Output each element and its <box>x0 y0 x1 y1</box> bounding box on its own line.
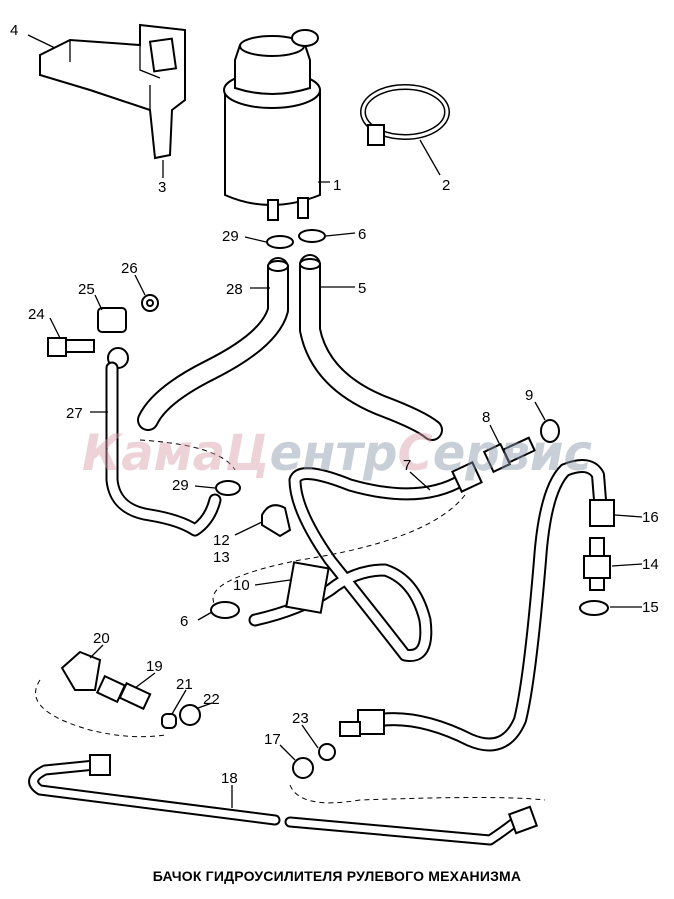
fitting-part-14 <box>583 537 611 591</box>
label-13: 13 <box>213 549 230 566</box>
label-3: 3 <box>158 179 166 196</box>
label-2: 2 <box>442 177 450 194</box>
hose-part-5 <box>299 254 443 441</box>
label-19: 19 <box>146 658 163 675</box>
reservoir-part-1 <box>223 29 321 221</box>
label-14: 14 <box>642 556 659 573</box>
return-hose-part-16 <box>339 459 615 752</box>
clamp-part-6 <box>298 229 326 243</box>
clamp-part-29 <box>266 235 294 249</box>
pressure-pipe-part-7 <box>248 461 483 663</box>
label-6: 6 <box>358 226 366 243</box>
band-clamp-part-2 <box>360 84 450 146</box>
clamp-part-6b <box>210 601 240 619</box>
diagram-title: БАЧОК ГИДРОУСИЛИТЕЛЯ РУЛЕВОГО МЕХАНИЗМА <box>152 868 522 884</box>
pipe-part-18 <box>28 754 539 846</box>
label-20: 20 <box>93 630 110 647</box>
label-18: 18 <box>221 770 238 787</box>
label-10: 10 <box>233 577 250 594</box>
label-4: 4 <box>10 22 18 39</box>
label-25: 25 <box>78 281 95 298</box>
clamp-part-29b <box>215 480 241 496</box>
label-26: 26 <box>121 260 138 277</box>
label-1: 1 <box>333 177 341 194</box>
label-28: 28 <box>226 281 243 298</box>
washer-part-15 <box>579 600 609 616</box>
watermark-logo: КамаЦентрСервис <box>82 424 592 482</box>
clip-part-12 <box>261 504 292 538</box>
union-fitting-part-8 <box>482 436 536 474</box>
part-labels: 4 3 1 2 29 6 28 5 26 25 24 27 8 9 7 29 1… <box>10 22 659 787</box>
label-24: 24 <box>28 306 45 323</box>
label-17: 17 <box>264 731 281 748</box>
fittings-parts-19-22 <box>60 650 201 729</box>
label-6b: 6 <box>180 613 188 630</box>
label-9: 9 <box>525 387 533 404</box>
hose-part-28 <box>137 257 289 431</box>
pipe-part-27 <box>105 361 222 537</box>
washer-part-23 <box>318 743 336 761</box>
label-16: 16 <box>642 509 659 526</box>
nut-part-17 <box>292 757 314 779</box>
bracket-part-3-4 <box>39 23 186 160</box>
label-8: 8 <box>482 409 490 426</box>
label-5: 5 <box>358 280 366 297</box>
label-15: 15 <box>642 599 659 616</box>
label-23: 23 <box>292 710 309 727</box>
label-29b: 29 <box>172 477 189 494</box>
label-21: 21 <box>176 676 193 693</box>
banjo-fitting-parts-24-26 <box>47 294 159 369</box>
label-27: 27 <box>66 405 83 422</box>
label-22: 22 <box>203 691 220 708</box>
label-7: 7 <box>403 457 411 474</box>
washer-part-9 <box>540 419 560 443</box>
label-29: 29 <box>222 228 239 245</box>
label-12: 12 <box>213 532 230 549</box>
